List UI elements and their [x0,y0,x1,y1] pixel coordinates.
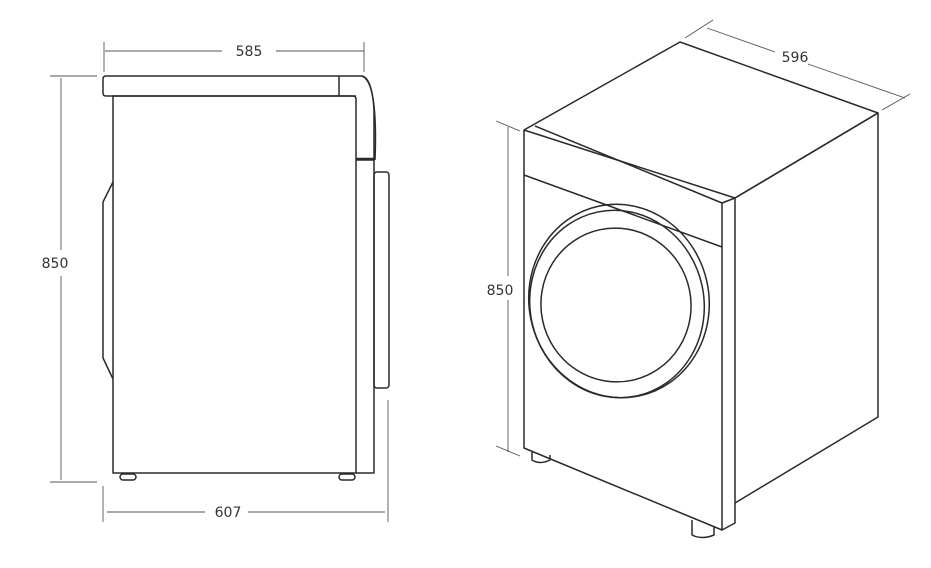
dimension-label-585: 585 [236,44,263,60]
dimension-label-607: 607 [215,505,242,521]
foot-front-right [691,520,715,539]
side-view: 585 850 607 [42,42,390,522]
top-face [523,41,879,199]
dimension-iso-height: 850 [487,120,521,457]
door-glass [540,227,692,383]
iso-view: 596 850 [487,19,911,539]
cabinet-body [112,95,357,474]
foot-front-left [531,452,551,464]
worktop-curve [361,75,377,161]
top-edge [534,125,723,204]
dimension-depth: 607 [102,400,389,522]
dimension-iso-width: 596 [684,19,911,111]
dimension-height: 850 [42,75,97,483]
dimension-label-850-side: 850 [42,256,69,272]
foot-front [338,473,356,481]
door-ring-inner-edge [528,209,706,399]
side-handle [102,181,114,380]
door-ring [527,203,711,399]
side-strip [721,197,736,531]
front-panel [356,159,375,474]
foot-rear [119,473,137,481]
right-side-face [734,112,879,504]
dimension-label-850-iso: 850 [487,283,514,299]
worktop-slab [102,75,375,160]
front-face [523,130,723,531]
dimension-label-596: 596 [782,50,809,66]
door [373,171,390,389]
dimension-top-width: 585 [103,42,365,72]
